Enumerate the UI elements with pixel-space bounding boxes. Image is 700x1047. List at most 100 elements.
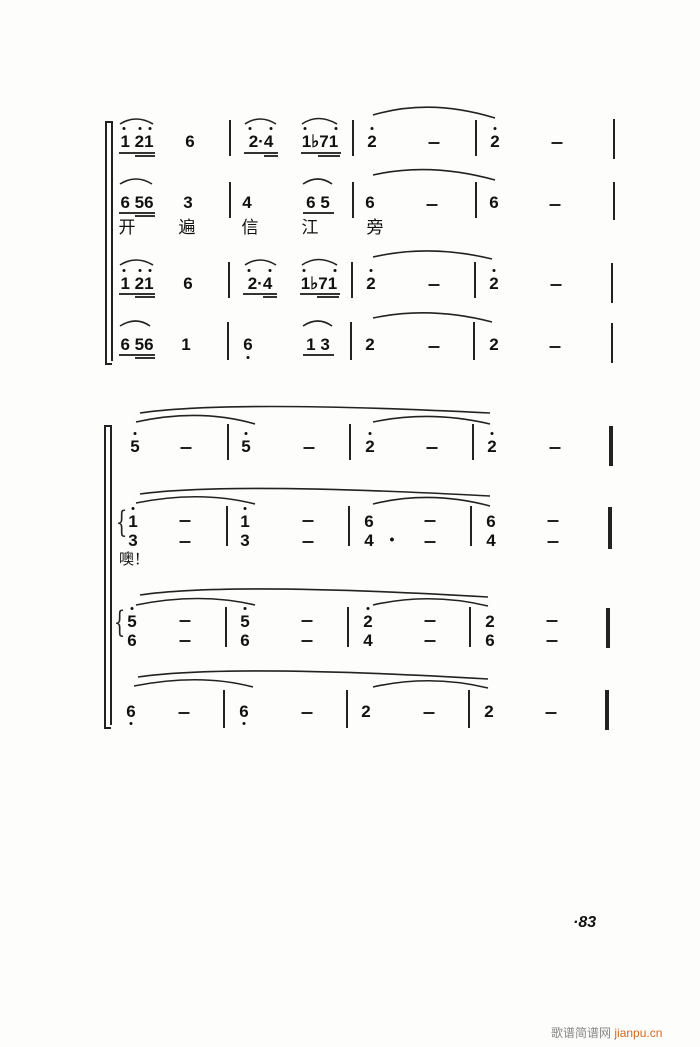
system-bracket-inner	[110, 425, 112, 725]
high-octave-dot	[269, 127, 273, 130]
note: 5	[127, 612, 137, 631]
barline	[346, 690, 348, 728]
barline	[223, 690, 225, 728]
system-bracket	[104, 425, 111, 729]
barline	[352, 182, 354, 218]
underline	[119, 152, 155, 154]
underline	[135, 155, 155, 157]
final-barline	[605, 690, 609, 730]
lyric-word: 旁	[366, 218, 384, 238]
barline	[613, 119, 615, 159]
note: 2	[361, 702, 371, 721]
underline	[303, 212, 334, 214]
note-group: 1♭71	[300, 274, 338, 293]
sustain-dash	[545, 712, 557, 714]
barline	[350, 322, 352, 360]
note-group: 1♭71	[301, 132, 339, 151]
lyric-word: 信	[241, 218, 259, 238]
final-barline	[606, 608, 610, 648]
note: 4	[363, 631, 373, 650]
lyric-word: 江	[301, 218, 319, 238]
sustain-dash	[428, 284, 440, 286]
low-octave-dot	[246, 356, 250, 359]
sustain-dash	[546, 640, 558, 642]
sustain-dash	[426, 204, 438, 206]
high-octave-dot	[138, 127, 142, 130]
high-octave-dot	[366, 607, 370, 610]
barline	[351, 262, 353, 298]
barline	[472, 424, 474, 460]
system-bracket	[105, 121, 112, 365]
note: 2	[489, 274, 499, 293]
high-octave-dot	[122, 127, 126, 130]
lyric-word: 遍	[178, 218, 196, 238]
note: 3	[183, 193, 193, 212]
barline	[227, 322, 229, 360]
voice-brace: {	[115, 505, 128, 540]
underline	[317, 296, 339, 298]
high-octave-dot	[131, 507, 135, 510]
high-octave-dot	[493, 127, 497, 130]
final-barline	[609, 426, 613, 466]
barline	[474, 262, 476, 298]
note-group: 6 56	[120, 193, 154, 212]
sustain-dash	[549, 447, 561, 449]
sustain-dash	[426, 447, 438, 449]
sustain-dash	[423, 712, 435, 714]
high-octave-dot	[247, 269, 251, 272]
underline	[244, 152, 278, 154]
barline	[468, 690, 470, 728]
sustain-dash	[546, 620, 558, 622]
sustain-dash	[178, 712, 190, 714]
note: 4	[242, 193, 252, 212]
sustain-dash	[179, 640, 191, 642]
note: 1	[181, 335, 191, 354]
sustain-dash	[551, 142, 563, 144]
underline	[243, 293, 277, 295]
barline	[469, 607, 471, 647]
high-octave-dot	[492, 269, 496, 272]
note: 6	[127, 631, 137, 650]
note: 2	[366, 274, 376, 293]
sustain-dash	[179, 541, 191, 543]
sustain-dash	[301, 712, 313, 714]
underline	[119, 293, 155, 295]
barline	[229, 182, 231, 218]
note: 6	[365, 193, 375, 212]
note-group: 6 5	[306, 193, 330, 212]
high-octave-dot	[244, 432, 248, 435]
note-group: 1 21	[120, 132, 154, 151]
note: 6	[364, 512, 374, 531]
underline	[135, 357, 155, 359]
final-barline	[608, 507, 612, 549]
note-group: 2·4	[248, 132, 274, 151]
low-octave-dot	[242, 722, 246, 725]
note: 3	[240, 531, 250, 550]
sustain-dash	[428, 142, 440, 144]
underline	[119, 354, 155, 356]
high-octave-dot	[148, 127, 152, 130]
note: 2	[365, 437, 375, 456]
underline	[303, 354, 334, 356]
barline	[475, 182, 477, 218]
high-octave-dot	[490, 432, 494, 435]
sustain-dash	[302, 520, 314, 522]
high-octave-dot	[302, 269, 306, 272]
note: 6	[243, 335, 253, 354]
note: 2	[489, 335, 499, 354]
high-octave-dot	[268, 269, 272, 272]
barline	[613, 182, 615, 220]
note: 2	[485, 612, 495, 631]
barline	[347, 607, 349, 647]
augmentation-dot: •	[389, 531, 395, 547]
note-group: 1 21	[120, 274, 154, 293]
note: 5	[241, 437, 251, 456]
underline	[135, 215, 155, 217]
note: 6	[185, 132, 195, 151]
note: 6	[486, 512, 496, 531]
sustain-dash	[301, 620, 313, 622]
sustain-dash	[303, 447, 315, 449]
note: 5	[130, 437, 140, 456]
note-group: 1 3	[306, 335, 330, 354]
note: 2	[365, 335, 375, 354]
